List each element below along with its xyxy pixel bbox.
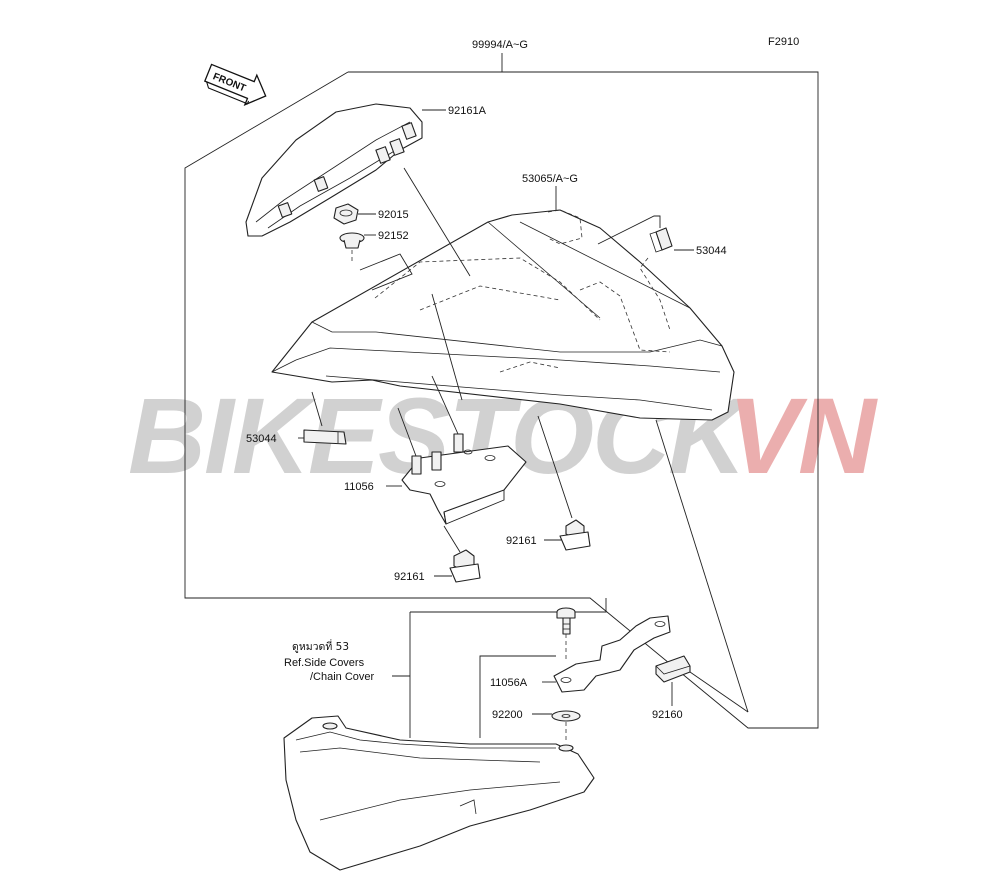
callout-92152: 92152: [378, 230, 409, 242]
callout-99994: 99994/A~G: [472, 39, 528, 51]
seat-cap: [245, 103, 423, 237]
clip-left: [303, 429, 347, 445]
bolt: [556, 607, 576, 635]
damper-left: [449, 549, 481, 583]
bolt-bracket: [553, 615, 671, 693]
callout-92161-left: 92161: [394, 571, 425, 583]
callout-92200: 92200: [492, 709, 523, 721]
washer: [551, 710, 581, 722]
clip-right: [649, 227, 673, 253]
side-cover: [283, 715, 595, 871]
ref-note-line2: Ref.Side Covers: [284, 657, 365, 669]
callout-92160: 92160: [652, 709, 683, 721]
damper-right: [559, 519, 591, 551]
figure-code: F2910: [768, 36, 799, 48]
callout-53044-right: 53044: [696, 245, 727, 257]
callout-11056A: 11056A: [490, 677, 528, 689]
ref-note-line1: ดูหมวดที่ 53: [292, 639, 349, 653]
callout-92015: 92015: [378, 209, 409, 221]
callout-92161-right: 92161: [506, 535, 537, 547]
watermark-text-red: VN: [728, 375, 878, 496]
bracket: [401, 433, 527, 525]
single-seat-cover: [271, 209, 735, 421]
callout-92161A: 92161A: [448, 105, 487, 117]
pad: [655, 655, 691, 683]
callout-53065: 53065/A~G: [522, 173, 578, 185]
ref-note-line3: /Chain Cover: [310, 671, 375, 683]
nut: [333, 203, 359, 225]
callout-53044-left: 53044: [246, 433, 277, 445]
front-arrow-icon: FRONT: [203, 63, 267, 107]
callout-11056: 11056: [344, 481, 374, 493]
grommet: [339, 232, 365, 249]
